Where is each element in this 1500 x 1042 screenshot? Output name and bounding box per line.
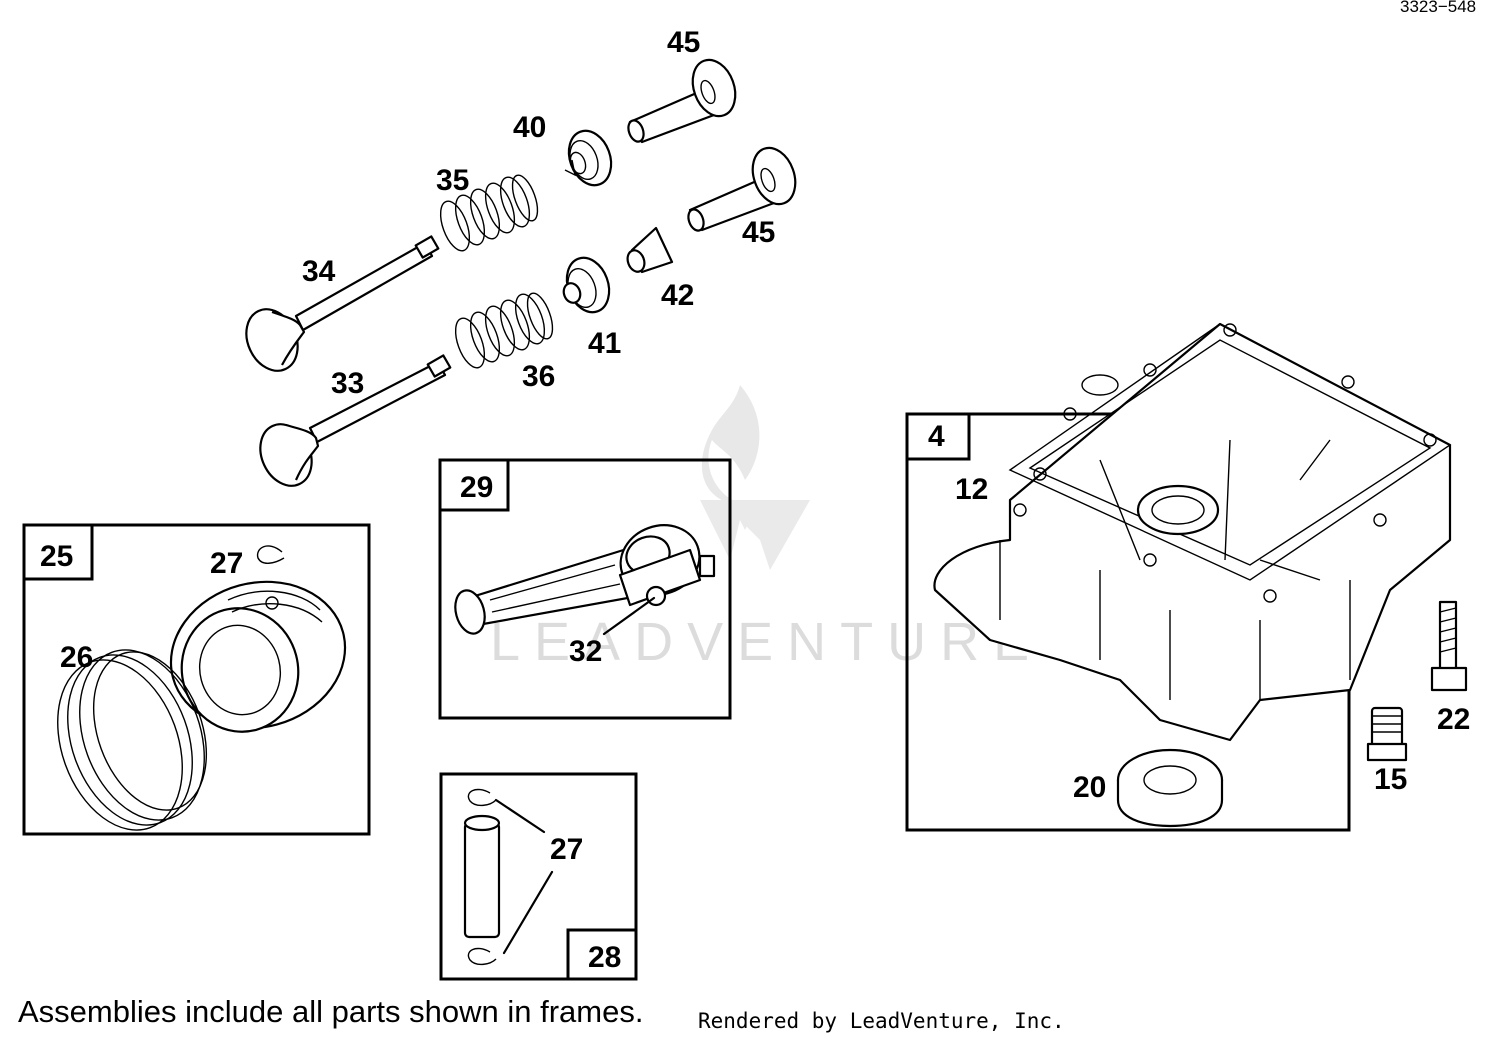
frame-25-label: 25 xyxy=(40,540,73,573)
retaining-ring-27-icon[interactable] xyxy=(256,545,285,564)
label-35: 35 xyxy=(436,164,469,197)
label-32: 32 xyxy=(569,635,602,668)
watermark: LEADVENTURE xyxy=(490,385,1043,672)
oil-seal-20[interactable] xyxy=(1116,748,1224,828)
frame-28-label: 28 xyxy=(588,941,621,974)
piston-26[interactable] xyxy=(154,563,361,748)
label-33: 33 xyxy=(331,367,364,400)
caption: Assemblies include all parts shown in fr… xyxy=(18,994,643,1029)
label-45-upper: 45 xyxy=(667,26,700,59)
frame-29 xyxy=(438,458,732,720)
valve-34[interactable] xyxy=(237,235,440,379)
leader-27-top xyxy=(494,798,546,834)
label-15: 15 xyxy=(1374,763,1407,796)
leader-27-bottom xyxy=(502,870,554,955)
retaining-ring-27-bottom-icon[interactable] xyxy=(467,947,497,966)
bolt-22[interactable] xyxy=(1430,600,1468,692)
frame-25-tag xyxy=(22,523,94,581)
piston-rings-26[interactable] xyxy=(35,632,227,847)
connecting-rod-29[interactable] xyxy=(451,514,716,637)
label-41: 41 xyxy=(588,327,621,360)
drain-plug-15[interactable] xyxy=(1366,706,1408,762)
frame-28-tag xyxy=(566,928,638,981)
label-36: 36 xyxy=(522,360,555,393)
frame-29-label: 29 xyxy=(460,471,493,504)
frame-4-tag xyxy=(905,412,971,461)
label-12: 12 xyxy=(955,473,988,506)
sump-cover-4[interactable] xyxy=(933,322,1452,742)
label-27-piston: 27 xyxy=(210,547,243,580)
leader-32 xyxy=(602,596,656,636)
label-45-lower: 45 xyxy=(742,216,775,249)
frame-4-label: 4 xyxy=(928,420,945,453)
frame-25 xyxy=(22,523,371,836)
label-20: 20 xyxy=(1073,771,1106,804)
valve-spring-retainer-40[interactable] xyxy=(562,125,619,191)
reference-code: 3323−548 xyxy=(1400,0,1476,16)
label-34: 34 xyxy=(302,255,336,288)
watermark-text: LEADVENTURE xyxy=(490,612,1043,672)
label-22: 22 xyxy=(1437,703,1470,736)
valve-spring-35[interactable] xyxy=(435,172,543,255)
piston-pin-28[interactable] xyxy=(463,814,501,939)
frame-29-tag xyxy=(438,458,510,512)
label-40: 40 xyxy=(513,111,546,144)
retaining-ring-27-top-icon[interactable] xyxy=(467,788,497,807)
label-27-pin: 27 xyxy=(550,833,583,866)
label-42: 42 xyxy=(661,279,694,312)
label-26: 26 xyxy=(60,641,93,674)
valve-33[interactable] xyxy=(251,354,452,494)
valve-spring-36[interactable] xyxy=(450,290,558,372)
valve-tappet-lower[interactable] xyxy=(686,142,803,233)
valve-tappet-upper[interactable] xyxy=(626,54,743,144)
valve-spring-retainer-41[interactable] xyxy=(560,252,617,318)
credit: Rendered by LeadVenture, Inc. xyxy=(698,1009,1065,1033)
frame-28 xyxy=(439,772,638,981)
valve-collar-42[interactable] xyxy=(625,226,674,274)
